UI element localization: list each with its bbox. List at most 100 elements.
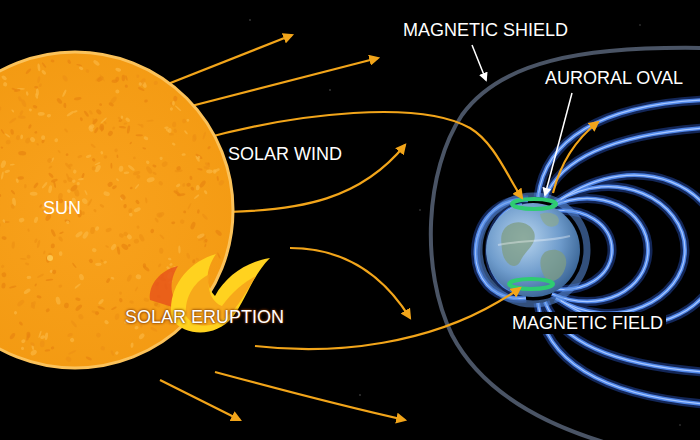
sun-texture-spot [187, 203, 192, 210]
sun-texture-spot [50, 59, 54, 63]
sun-texture-spot [133, 206, 141, 212]
earth-land [540, 250, 566, 281]
sun-texture-spot [144, 99, 148, 103]
sun-texture-spot [45, 349, 51, 352]
sun-texture-spot [78, 273, 84, 280]
sun-texture-spot [173, 190, 181, 197]
wind-arrow [553, 122, 598, 193]
sun-texture-spot [126, 233, 133, 240]
sun-texture-spot [88, 123, 95, 129]
sun-texture-spot [143, 297, 149, 302]
sun-texture-spot [103, 121, 107, 125]
sun-texture-spot [20, 346, 24, 350]
sun-texture-spot [10, 203, 15, 209]
sun-texture-spot [129, 186, 132, 189]
sun-texture-spot [37, 63, 41, 71]
sun-texture-spot [156, 212, 163, 218]
sun-texture-spot [114, 148, 119, 153]
earth [486, 203, 580, 297]
star [679, 424, 680, 425]
sun-texture-spot [136, 134, 143, 136]
sun-texture-spot [138, 77, 146, 86]
sun-texture-spot [19, 110, 24, 116]
node-text: SUN [43, 197, 81, 219]
sun-texture-spot [159, 248, 163, 254]
sun-texture-spot [204, 161, 211, 168]
sun-texture-spot [9, 117, 17, 124]
sun-texture-spot [55, 296, 61, 305]
sun-texture-spot [130, 342, 133, 348]
sun-texture-spot [18, 217, 25, 223]
wind-arrow [168, 58, 378, 112]
sun-texture-spot [28, 124, 33, 129]
sun-texture-spot [75, 297, 81, 301]
sun-texture-spot [138, 332, 146, 340]
sun-texture-spot [190, 221, 197, 230]
sun-texture-spot [134, 286, 138, 291]
sun-texture-spot [46, 279, 54, 282]
sun-texture-spot [116, 178, 120, 182]
sun-texture-spot [85, 356, 92, 361]
sun-texture-spot [59, 231, 64, 234]
sun-texture-spot [38, 83, 42, 88]
diagram-label: SOLAR ERUPTION [125, 306, 284, 328]
sun-texture-spot [11, 109, 15, 113]
sun-texture-spot [10, 189, 15, 195]
sun-texture-spot [186, 182, 191, 186]
sun-texture-spot [127, 244, 131, 248]
sun-texture-spot [90, 143, 96, 148]
sun-texture-spot [63, 103, 66, 108]
sun-texture-spot [118, 165, 123, 171]
sun-texture-spot [97, 305, 105, 310]
sun-texture-spot [41, 62, 46, 68]
sun-texture-spot [18, 321, 23, 326]
sun-texture-spot [18, 115, 26, 119]
sun-texture-spot [92, 248, 97, 253]
sun-texture-spot [172, 121, 177, 127]
sun-texture-spot [58, 236, 64, 243]
sun-texture-spot [119, 126, 126, 129]
label-anchor: MAGNETIC SHIELD [403, 19, 568, 41]
sun-texture-spot [30, 191, 38, 196]
sun-texture-spot [36, 88, 39, 96]
sun-texture-spot [173, 128, 178, 133]
sun-texture-spot [78, 66, 83, 71]
sun-texture-spot [48, 185, 53, 193]
sun-texture-spot [202, 131, 206, 139]
sun-texture-spot [175, 105, 182, 112]
label-anchor: SOLAR ERUPTION [125, 306, 284, 328]
sun-texture-spot [133, 170, 141, 176]
sun-texture-spot [100, 117, 107, 124]
sun-texture-spot [100, 259, 104, 263]
sun-texture-spot [64, 162, 72, 170]
sun-texture-spot [0, 146, 3, 149]
sun-texture-spot [77, 154, 83, 158]
sun-texture-spot [1, 171, 5, 179]
sun-texture-spot [159, 156, 163, 160]
sun-texture-spot [146, 120, 153, 122]
sun-texture-spot [46, 157, 53, 164]
sun-texture-spot [183, 210, 186, 213]
sun-texture-spot [116, 246, 120, 255]
sun-texture-spot [13, 311, 17, 315]
sun-texture-spot [88, 258, 94, 264]
sun-texture-spot [30, 342, 36, 347]
sun-texture-spot [105, 227, 112, 233]
sun-texture-spot [115, 67, 122, 72]
field-lines [476, 100, 700, 404]
sun-texture-spot [119, 193, 126, 200]
sun-texture-spot [37, 273, 44, 278]
sun-texture-spot [153, 302, 158, 307]
sun-texture-spot [36, 240, 40, 249]
sun-texture-spot [204, 244, 207, 248]
sun-texture-spot [0, 129, 4, 135]
sun-texture-spot [0, 264, 4, 268]
sun-texture-spot [93, 127, 99, 134]
sun-texture-spot [142, 147, 146, 150]
sun-texture-spot [218, 179, 225, 186]
sun-texture-spot [168, 257, 172, 260]
sun-texture-spot [214, 229, 222, 237]
wind-arrow [215, 372, 405, 420]
